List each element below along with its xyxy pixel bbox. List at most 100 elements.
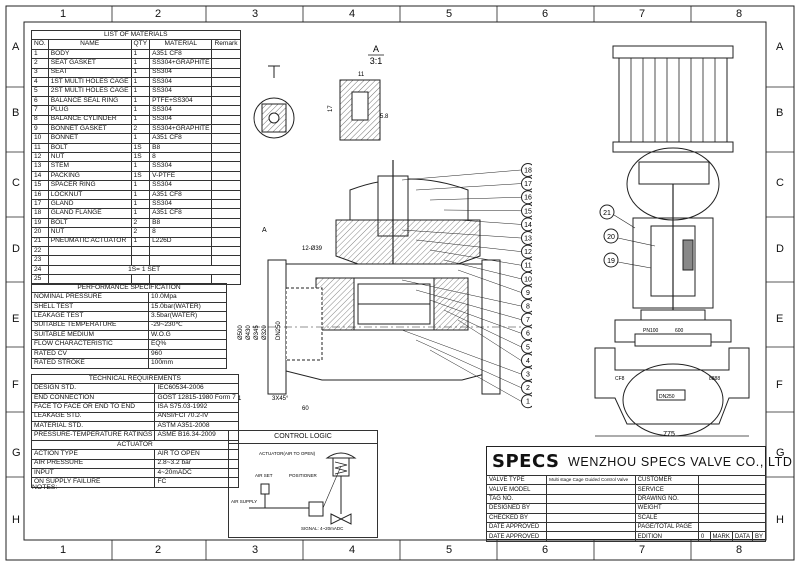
balloon-leader	[401, 169, 522, 181]
materials-row: 22	[31, 245, 241, 257]
actuator-label: ON SUPPLY FAILURE	[30, 477, 156, 488]
balloon-20: 20	[607, 234, 615, 241]
balloon-leader	[429, 196, 522, 201]
actuator-value: 4~20mADC	[154, 467, 239, 479]
material-no: 15	[31, 180, 49, 191]
balloon-19: 19	[607, 258, 615, 265]
zone-col-2-top: 2	[155, 8, 162, 20]
balloon-leader	[443, 209, 522, 212]
balloon-number: 6	[526, 331, 530, 338]
dim-d430: Ø430	[246, 325, 252, 340]
material-qty: 1	[130, 199, 151, 210]
material-qty: 1	[130, 114, 151, 125]
balloon-leader	[401, 229, 522, 239]
material-qty	[130, 255, 151, 266]
material-no: 12	[31, 152, 49, 163]
balloon-number: 14	[524, 222, 532, 229]
technical-value: ASTM A351-2008	[154, 420, 239, 432]
technical-value: ANSI/FCI 70.2-IV	[154, 411, 239, 422]
material-spec: A351 CF8	[149, 48, 213, 60]
balloon-circle	[521, 312, 532, 327]
material-remark	[211, 105, 241, 116]
dim-dn250: DN250	[276, 321, 282, 340]
material-qty: 1	[130, 133, 151, 144]
material-no: 22	[31, 245, 49, 257]
logic-actuator-label: ACTUATOR(AIR TO OPEN)	[259, 451, 316, 456]
title-field-value	[697, 503, 767, 514]
material-no: 16	[31, 189, 49, 201]
title-block-row: TAG NO.DRAWING NO.	[485, 493, 767, 505]
balloon-circle	[521, 299, 532, 313]
material-qty: 2	[130, 227, 151, 238]
material-spec: A351 CF8	[149, 133, 213, 144]
balloon-number: 10	[524, 276, 532, 283]
technical-label: DESIGN STD.	[30, 383, 156, 394]
performance-table: PERFORMANCE SPECIFICATION NOMINAL PRESSU…	[31, 282, 227, 369]
material-qty: 1	[130, 67, 151, 78]
balloon-number: 13	[524, 236, 532, 243]
material-spec: A351 CF8	[149, 208, 213, 219]
company-name: WENZHOU SPECS VALVE CO., LTD	[568, 455, 793, 469]
actuator-label: AIR PRESSURE	[30, 458, 156, 469]
material-remark	[211, 67, 241, 78]
title-field-label: VALVE MODEL	[485, 484, 548, 495]
actuator-value: 2.8~3.2 bar	[154, 458, 239, 469]
body-mark-size: DN250	[659, 394, 675, 400]
material-no: 10	[31, 133, 49, 144]
zone-col-1-top: 1	[60, 8, 67, 20]
balloon-leader	[457, 319, 522, 361]
balloon-number: 17	[524, 181, 532, 188]
balloon-number: 18	[524, 168, 532, 175]
plate-number: 600	[675, 328, 684, 334]
material-spec: SS304	[149, 105, 213, 116]
material-qty: 1	[130, 76, 151, 88]
valve-front-view: 775 PN100 600 CF8 DN250 8888 21 20 19	[594, 45, 750, 438]
technical-row: MATERIAL STD.ASTM A351-2008	[30, 420, 239, 432]
material-qty: 1	[130, 189, 151, 201]
material-remark	[211, 133, 241, 144]
balloon-circle	[521, 203, 532, 218]
material-spec: SS304	[149, 114, 213, 125]
detail-a-view: A 3:1 11 17 5.8	[253, 44, 389, 141]
material-qty: 1	[130, 180, 151, 191]
balloon-leader	[457, 219, 522, 225]
zone-col-6-top: 6	[542, 8, 549, 20]
balloon-number: 5	[526, 344, 530, 351]
zone-row-g-left: G	[12, 447, 21, 459]
balloon-number: 2	[526, 385, 530, 392]
balloon-number: 16	[524, 195, 532, 202]
technical-title: TECHNICAL REQUIREMENTS	[31, 373, 239, 385]
detail-label: A	[373, 44, 379, 54]
technical-value: IEC60534-2006	[154, 383, 239, 394]
material-no: 4	[31, 76, 49, 88]
material-spec: SS304+GRAPHITE	[149, 123, 213, 135]
title-field-label: CHECKED BY	[485, 512, 548, 523]
material-name: 1ST MULTI HOLES CAGE	[47, 76, 132, 88]
material-name: GLAND FLANGE	[47, 208, 132, 219]
material-name: BALANCE CYLINDER	[47, 114, 132, 125]
col-header-no: NO.	[31, 39, 49, 50]
performance-value: EQ%	[148, 339, 227, 350]
performance-value: 10.0Mpa	[148, 292, 227, 303]
balloon-leader	[415, 183, 522, 191]
body-mark-material: CF8	[615, 376, 625, 382]
zone-row-c-right: C	[776, 177, 784, 189]
dim-chamfer: 3X45°	[272, 396, 289, 402]
balloon-number: 4	[526, 358, 530, 365]
material-name	[47, 245, 132, 257]
title-field-value	[546, 531, 636, 542]
material-no: 3	[31, 67, 49, 78]
body-mark-code: 8888	[709, 376, 720, 382]
